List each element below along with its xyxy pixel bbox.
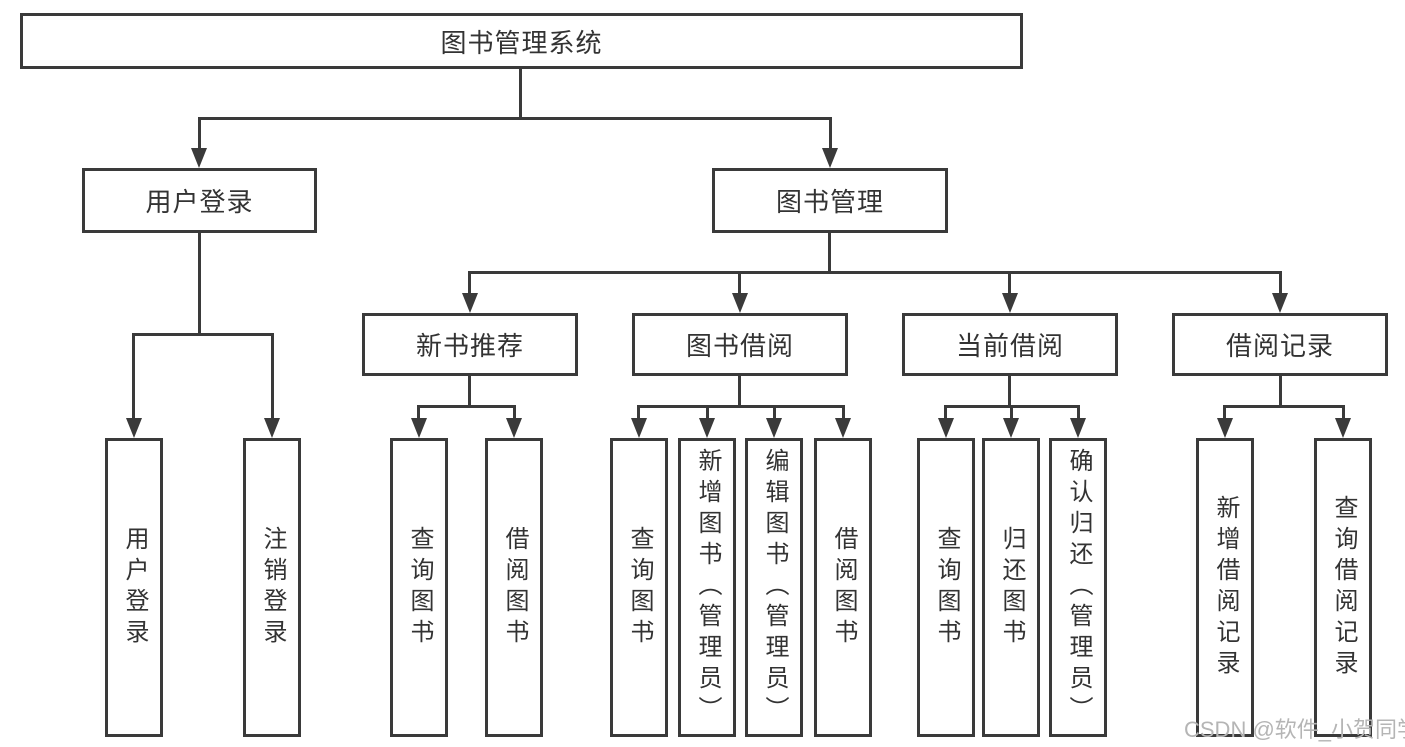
leaf-confirm-return-admin: 确认归还（管理员） <box>1049 438 1107 737</box>
connector-line <box>1223 405 1345 408</box>
leaf-borrow-books-borrowing: 借阅图书 <box>814 438 872 737</box>
arrow-down-icon <box>822 148 838 168</box>
connector-line <box>198 233 201 336</box>
node-current-borrowing: 当前借阅 <box>902 313 1118 376</box>
connector-line <box>468 271 1282 274</box>
connector-line <box>513 405 516 420</box>
node-library-management-system: 图书管理系统 <box>20 13 1023 69</box>
leaf-label: 归还图书 <box>998 525 1025 650</box>
connector-line <box>828 233 831 274</box>
leaf-query-books-recommend: 查询图书 <box>390 438 448 737</box>
node-label: 图书管理 <box>775 187 884 217</box>
connector-line <box>1010 405 1013 420</box>
leaf-label: 查询图书 <box>933 525 960 650</box>
arrow-down-icon <box>1272 293 1288 313</box>
node-label: 借阅记录 <box>1225 331 1334 361</box>
arrow-down-icon <box>411 418 427 438</box>
connector-line <box>944 405 947 420</box>
arrow-down-icon <box>506 418 522 438</box>
leaf-label: 借阅图书 <box>830 525 857 650</box>
leaf-user-login: 用户登录 <box>105 438 163 737</box>
leaf-borrow-books-recommend: 借阅图书 <box>485 438 543 737</box>
arrow-down-icon <box>835 418 851 438</box>
connector-line <box>637 405 845 408</box>
leaf-query-books-current: 查询图书 <box>917 438 975 737</box>
node-label: 新书推荐 <box>415 331 524 361</box>
connector-line <box>468 271 471 295</box>
connector-line <box>468 376 471 408</box>
node-new-book-recommend: 新书推荐 <box>362 313 578 376</box>
connector-line <box>1279 376 1282 408</box>
arrow-down-icon <box>938 418 954 438</box>
leaf-label: 查询图书 <box>626 525 653 650</box>
leaf-label: 注销登录 <box>259 525 286 650</box>
arrow-down-icon <box>1002 293 1018 313</box>
connector-line <box>738 271 741 295</box>
node-label: 图书管理系统 <box>440 27 603 58</box>
arrow-down-icon <box>1335 418 1351 438</box>
leaf-label: 查询借阅记录 <box>1330 494 1357 681</box>
connector-line <box>1077 405 1080 420</box>
leaf-query-borrow-record: 查询借阅记录 <box>1314 438 1372 737</box>
connector-line <box>842 405 845 420</box>
leaf-label: 借阅图书 <box>501 525 528 650</box>
arrow-down-icon <box>1217 418 1233 438</box>
node-user-login-branch: 用户登录 <box>82 168 317 233</box>
connector-line <box>132 333 135 420</box>
arrow-down-icon <box>264 418 280 438</box>
connector-line <box>1008 271 1011 295</box>
connector-line <box>132 333 274 336</box>
arrow-down-icon <box>462 293 478 313</box>
leaf-label: 确认归还（管理员） <box>1065 448 1092 727</box>
node-book-borrowing: 图书借阅 <box>632 313 848 376</box>
arrow-down-icon <box>766 418 782 438</box>
arrow-down-icon <box>1070 418 1086 438</box>
connector-line <box>706 405 709 420</box>
leaf-add-borrow-record: 新增借阅记录 <box>1196 438 1254 737</box>
connector-line <box>1223 405 1226 420</box>
connector-line <box>738 376 741 408</box>
leaf-label: 新增借阅记录 <box>1212 494 1239 681</box>
connector-line <box>271 333 274 420</box>
connector-line <box>1279 271 1282 295</box>
leaf-label: 查询图书 <box>406 525 433 650</box>
leaf-label: 用户登录 <box>121 525 148 650</box>
connector-line <box>1342 405 1345 420</box>
arrow-down-icon <box>1003 418 1019 438</box>
node-label: 图书借阅 <box>685 331 794 361</box>
arrow-down-icon <box>732 293 748 313</box>
leaf-query-books-borrowing: 查询图书 <box>610 438 668 737</box>
csdn-watermark: CSDN @软件_小贺同学 <box>1184 717 1405 742</box>
connector-line <box>773 405 776 420</box>
connector-line <box>519 69 522 119</box>
node-label: 当前借阅 <box>955 331 1064 361</box>
leaf-label: 新增图书（管理员） <box>694 448 721 727</box>
node-book-management-branch: 图书管理 <box>712 168 948 233</box>
connector-line <box>198 117 201 150</box>
leaf-add-book-admin: 新增图书（管理员） <box>678 438 736 737</box>
arrow-down-icon <box>191 148 207 168</box>
connector-line <box>417 405 516 408</box>
node-label: 用户登录 <box>145 187 254 217</box>
leaf-return-book: 归还图书 <box>982 438 1040 737</box>
connector-line <box>829 117 832 150</box>
connector-line <box>637 405 640 420</box>
connector-line <box>417 405 420 420</box>
node-borrowing-records: 借阅记录 <box>1172 313 1388 376</box>
leaf-logout: 注销登录 <box>243 438 301 737</box>
arrow-down-icon <box>631 418 647 438</box>
arrow-down-icon <box>699 418 715 438</box>
leaf-label: 编辑图书（管理员） <box>761 448 788 727</box>
arrow-down-icon <box>126 418 142 438</box>
leaf-edit-book-admin: 编辑图书（管理员） <box>745 438 803 737</box>
connector-line <box>1008 376 1011 408</box>
connector-line <box>198 117 832 120</box>
